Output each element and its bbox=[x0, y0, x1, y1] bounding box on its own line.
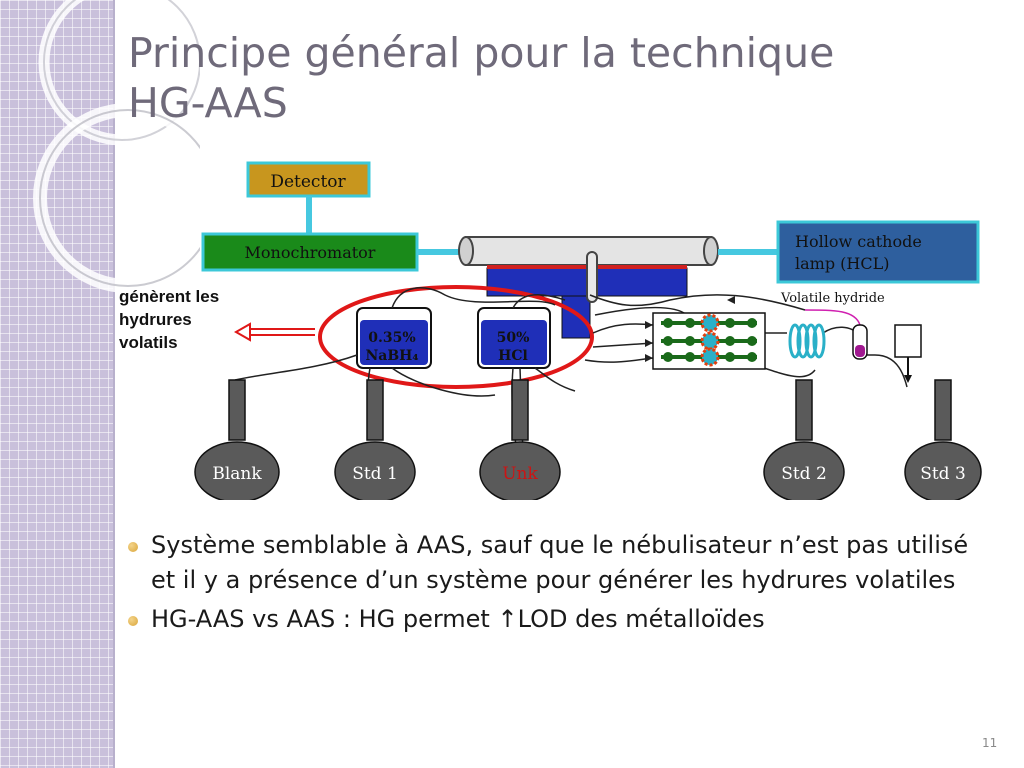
title-line-2: HG-AAS bbox=[128, 79, 288, 127]
bullet-item: Système semblable à AAS, sauf que le néb… bbox=[128, 528, 988, 598]
hcl-reagent-label-line-1: 50% bbox=[497, 330, 530, 346]
nabh4-label-line-2: NaBH₄ bbox=[365, 348, 418, 364]
side-label-line-3: volatils bbox=[119, 333, 178, 352]
nabh4-liquid bbox=[360, 320, 428, 365]
bullet-item: HG-AAS vs AAS : HG permet ↑LOD des métal… bbox=[128, 602, 988, 637]
hcl-label-line-2: lamp (HCL) bbox=[795, 254, 889, 273]
mono-cell-connector bbox=[417, 249, 461, 255]
drain-vessel bbox=[894, 324, 922, 358]
flask-std-1: Std 1 bbox=[334, 379, 416, 500]
title-line-1: Principe général pour la technique bbox=[128, 29, 835, 77]
quartz-cell-end-left bbox=[458, 236, 474, 266]
gls-vial-liquid bbox=[855, 345, 865, 357]
volatile-hydride-label: Volatile hydride bbox=[780, 291, 885, 306]
bullet-2-text-before: HG-AAS vs AAS : HG permet bbox=[151, 605, 498, 633]
red-arrow-icon bbox=[233, 322, 315, 342]
hollow-cathode-lamp-box bbox=[776, 220, 980, 284]
bullet-2-text-after: LOD des métalloïdes bbox=[517, 605, 765, 633]
separator-tube bbox=[586, 251, 598, 303]
slide-title: Principe général pour la technique HG-AA… bbox=[128, 28, 988, 128]
flask-blank: Blank bbox=[194, 379, 280, 500]
hg-aas-diagram: Detector Monochromator Hollow cathode la… bbox=[194, 161, 982, 500]
hcl-reagent-liquid bbox=[481, 320, 547, 365]
flow-arrowheads bbox=[645, 296, 735, 362]
side-label-line-1: génèrent les bbox=[119, 287, 220, 306]
side-decoration-panel bbox=[0, 0, 113, 768]
bullet-1-text: Système semblable à AAS, sauf que le néb… bbox=[151, 531, 969, 594]
hydride-transfer-line bbox=[589, 294, 806, 311]
hcl-reagent-label-line-2: HCl bbox=[498, 348, 528, 364]
flask-std-3: Std 3 bbox=[904, 379, 982, 500]
separator-stem bbox=[561, 295, 591, 339]
up-arrow-icon: ↑ bbox=[497, 605, 518, 633]
decorative-rings bbox=[33, 0, 200, 293]
side-label: génèrent les hydrures volatils bbox=[119, 285, 279, 354]
side-label-line-2: hydrures bbox=[119, 310, 192, 329]
pump-rollers bbox=[661, 313, 757, 367]
flask-label-unk: Unk bbox=[502, 464, 538, 484]
reaction-coil bbox=[788, 323, 826, 359]
monochromator-box bbox=[201, 232, 419, 272]
flask-label-std-2: Std 2 bbox=[781, 464, 827, 484]
detector-connector bbox=[306, 196, 312, 234]
cell-lamp-connector bbox=[718, 249, 778, 255]
reagent-highlight-ellipse bbox=[318, 285, 594, 389]
flask-label-blank: Blank bbox=[212, 464, 262, 484]
flask-unk: Unk bbox=[479, 379, 561, 500]
nabh4-label-line-1: 0.35% bbox=[368, 330, 415, 346]
flask-label-std-3: Std 3 bbox=[920, 464, 966, 484]
detector-label: Detector bbox=[270, 172, 346, 192]
page-number: 11 bbox=[982, 736, 998, 750]
hydride-return-line bbox=[804, 309, 861, 326]
drain-arrowhead bbox=[904, 375, 912, 383]
quartz-cell-end-right bbox=[703, 236, 719, 266]
monochromator-label: Monochromator bbox=[245, 243, 376, 262]
side-panel-edge bbox=[113, 0, 115, 768]
hcl-label-line-1: Hollow cathode bbox=[795, 232, 922, 251]
flask-std-2: Std 2 bbox=[763, 379, 845, 500]
flask-label-std-1: Std 1 bbox=[352, 464, 398, 484]
bullet-list: Système semblable à AAS, sauf que le néb… bbox=[128, 528, 988, 641]
